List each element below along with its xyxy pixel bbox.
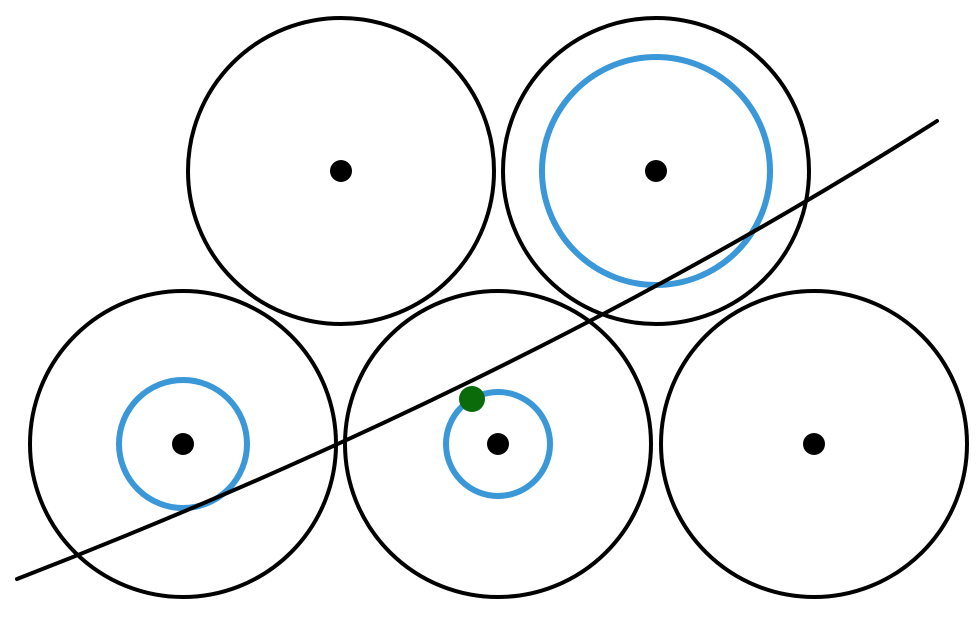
center-dot-bottom-left xyxy=(172,433,194,455)
center-dot-top-right xyxy=(645,160,667,182)
crossing-curve xyxy=(15,119,939,581)
outer-circle-top-right xyxy=(501,16,811,326)
inner-circle-bottom-middle xyxy=(443,389,553,499)
outer-circle-bottom-right xyxy=(659,289,969,599)
point-marker xyxy=(459,386,485,412)
center-dots xyxy=(172,160,825,455)
center-dot-bottom-right xyxy=(803,433,825,455)
outer-circle-bottom-middle xyxy=(343,289,653,599)
outer-circle-top-left xyxy=(186,16,496,326)
inner-circle-bottom-left xyxy=(116,377,250,511)
center-dot-bottom-middle xyxy=(487,433,509,455)
center-dot-top-left xyxy=(330,160,352,182)
